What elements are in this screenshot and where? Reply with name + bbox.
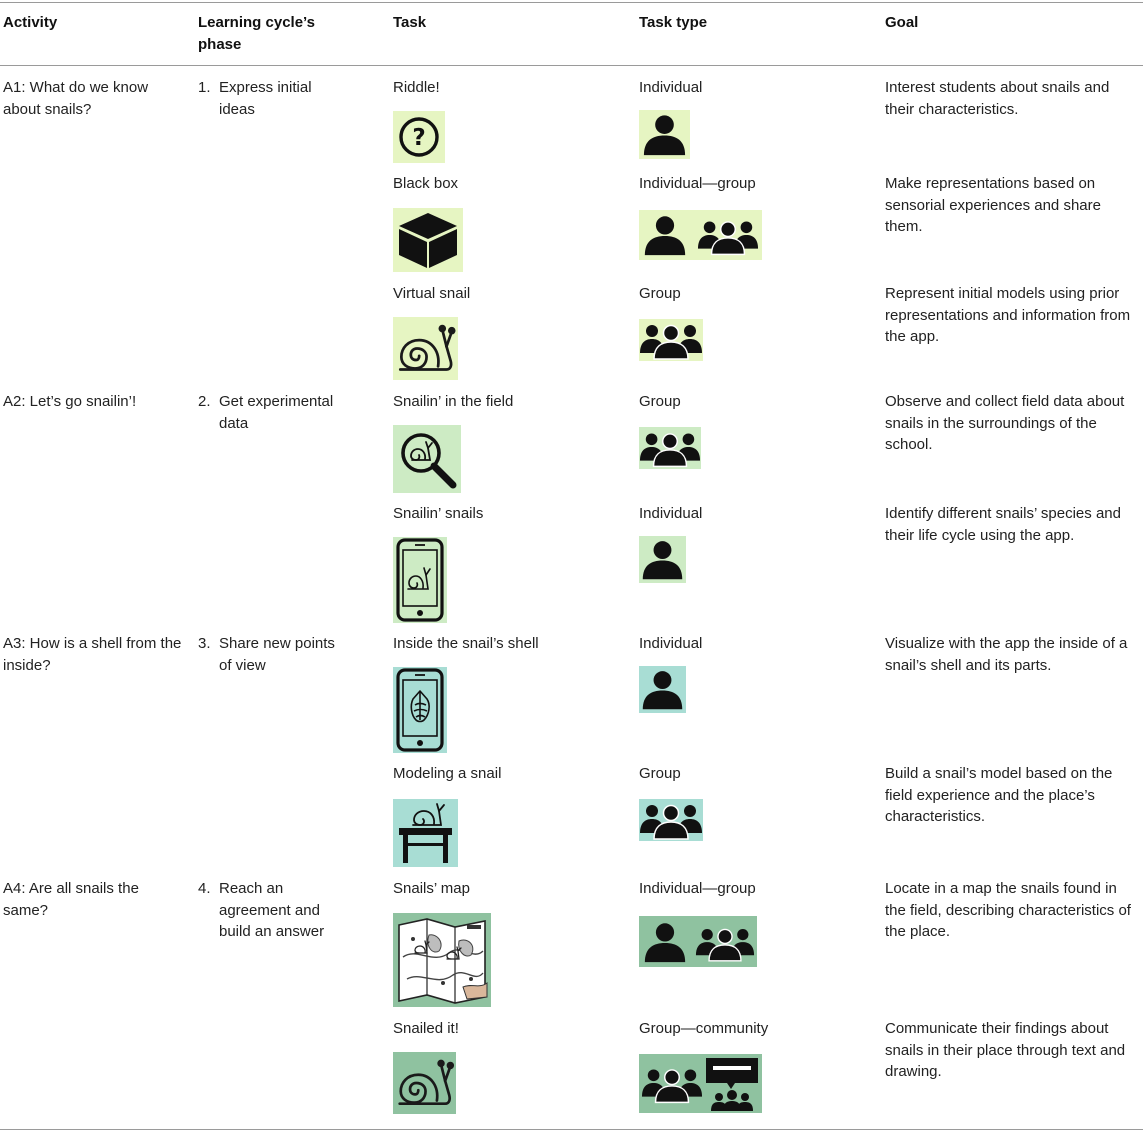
phone-snail-icon [393,537,447,623]
phase-text: Express initial ideas [219,79,312,118]
task-type: Group [639,393,681,410]
person-icon [639,110,690,159]
svg-text:?: ? [412,125,425,151]
header-goal: Goal [885,14,919,31]
person-icon [639,666,686,713]
task-name: Black box [393,175,459,192]
group-icon [639,799,703,841]
magnifier-snail-icon [393,425,461,493]
activity-a4: A4: Are all snails the same? [3,880,139,919]
header-task-type: Task type [639,14,708,31]
task-goal: Interest students about snails and their… [885,79,1110,118]
header-phase: Learning cycle’s phase [198,14,315,53]
question-circle-icon: ? [393,111,445,163]
phase-number: 1. [198,79,211,96]
task-name: Snailin’ snails [393,505,484,522]
task-name: Snails’ map [393,880,470,897]
header-task: Task [393,14,427,31]
task-goal: Make representations based on sensorial … [885,175,1101,235]
phase-text: Get experimental data [219,393,334,432]
task-goal: Visualize with the app the inside of a s… [885,635,1128,674]
snail-icon [393,1052,456,1114]
task-name: Riddle! [393,79,440,96]
activity-a1: A1: What do we know about snails? [3,79,149,118]
phase-text: Share new points of view [219,635,335,674]
person-icon [639,536,686,583]
task-type: Individual [639,505,703,522]
task-name: Virtual snail [393,285,471,302]
group-icon [639,427,701,469]
top-rule [0,2,1143,3]
bottom-rule [0,1129,1143,1130]
task-type: Individual—group [639,880,756,897]
task-goal: Build a snail’s model based on the field… [885,765,1113,825]
activity-a3: A3: How is a shell from the inside? [3,635,182,674]
phase-number: 4. [198,880,211,897]
header-activity: Activity [3,14,58,31]
task-type: Individual [639,635,703,652]
task-name: Inside the snail’s shell [393,635,539,652]
phase-number: 2. [198,393,211,410]
person-and-group-icon [639,916,757,967]
phase-number: 3. [198,635,211,652]
snail-on-table-icon [393,799,458,867]
task-type: Individual—group [639,175,756,192]
phone-shell-icon [393,667,447,753]
task-goal: Identify different snails’ species and t… [885,505,1121,544]
task-goal: Observe and collect field data about sna… [885,393,1125,453]
task-type: Individual [639,79,703,96]
task-type: Group—community [639,1020,769,1037]
snail-icon [393,317,458,380]
activity-a2: A2: Let’s go snailin’! [3,393,137,410]
task-name: Snailed it! [393,1020,459,1037]
task-name: Snailin’ in the field [393,393,514,410]
task-type: Group [639,285,681,302]
group-community-icon [639,1054,762,1113]
task-type: Group [639,765,681,782]
task-name: Modeling a snail [393,765,502,782]
header-rule [0,65,1143,66]
person-and-group-icon [639,210,762,260]
phase-text: Reach an agreement and build an answer [219,880,325,940]
task-goal: Communicate their findings about snails … [885,1020,1126,1080]
black-box-icon [393,208,463,272]
group-icon [639,319,703,361]
task-goal: Locate in a map the snails found in the … [885,880,1131,940]
task-goal: Represent initial models using prior rep… [885,285,1131,345]
snail-map-icon [393,913,491,1007]
